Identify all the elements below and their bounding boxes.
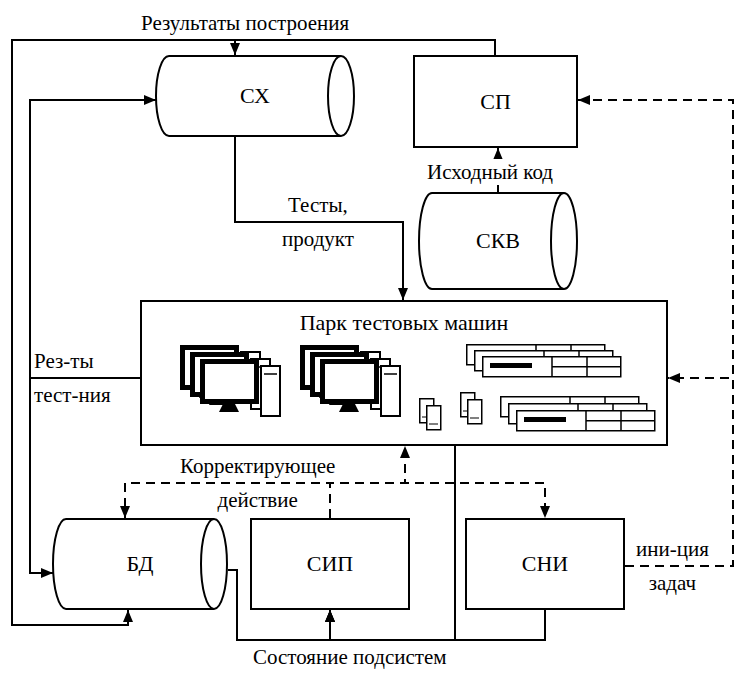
cylinder-body [156, 56, 354, 136]
device-icon [468, 400, 482, 424]
computer-icon [203, 362, 281, 417]
device-icon [427, 406, 441, 430]
edge-label: Корректирующее действие [180, 449, 335, 517]
edge-label: Рез-ты тест-ния [34, 344, 111, 412]
cylinder-body [419, 193, 577, 289]
cylinder-end [201, 519, 214, 609]
edge-label: Исходный код [424, 159, 556, 185]
dashed-arrow [578, 100, 733, 566]
storage-cylinder: БД [52, 518, 228, 610]
edge-label: Результаты построения [141, 10, 349, 36]
connector-arrow [228, 570, 330, 640]
connector-arrow [235, 40, 495, 55]
server-icon [483, 357, 621, 377]
node-label: БД [127, 551, 154, 577]
edge-label: Тесты, продукт [282, 188, 354, 256]
machine-park-frame: Парк тестовых машин [140, 300, 668, 446]
cylinder-end [551, 193, 564, 289]
computer-icon [323, 362, 401, 417]
connector-arrow [330, 610, 545, 640]
node-label: СП [480, 89, 511, 115]
dashed-arrow [330, 483, 545, 518]
node-label: Парк тестовых машин [300, 310, 509, 336]
connector-arrow [330, 446, 455, 640]
edge-label: Состояние подсистем [253, 644, 447, 670]
dashed-arrow [125, 483, 330, 518]
process-box: СНИ [465, 518, 625, 610]
dashed-arrow [625, 378, 733, 566]
connector-arrow [30, 100, 156, 378]
node-label: СКВ [476, 228, 520, 254]
node-label: СХ [240, 83, 270, 109]
process-box: СП [413, 55, 578, 148]
edge-label: ини-ция задач [636, 532, 709, 600]
storage-cylinder: СХ [155, 55, 355, 137]
storage-cylinder: СКВ [418, 192, 578, 290]
node-label: СИП [307, 551, 353, 577]
process-box: СИП [250, 518, 410, 610]
cylinder-body [53, 519, 227, 609]
server-icon [517, 411, 655, 431]
connector-arrow [235, 137, 403, 300]
node-label: СНИ [522, 551, 568, 577]
cylinder-end [328, 56, 341, 136]
